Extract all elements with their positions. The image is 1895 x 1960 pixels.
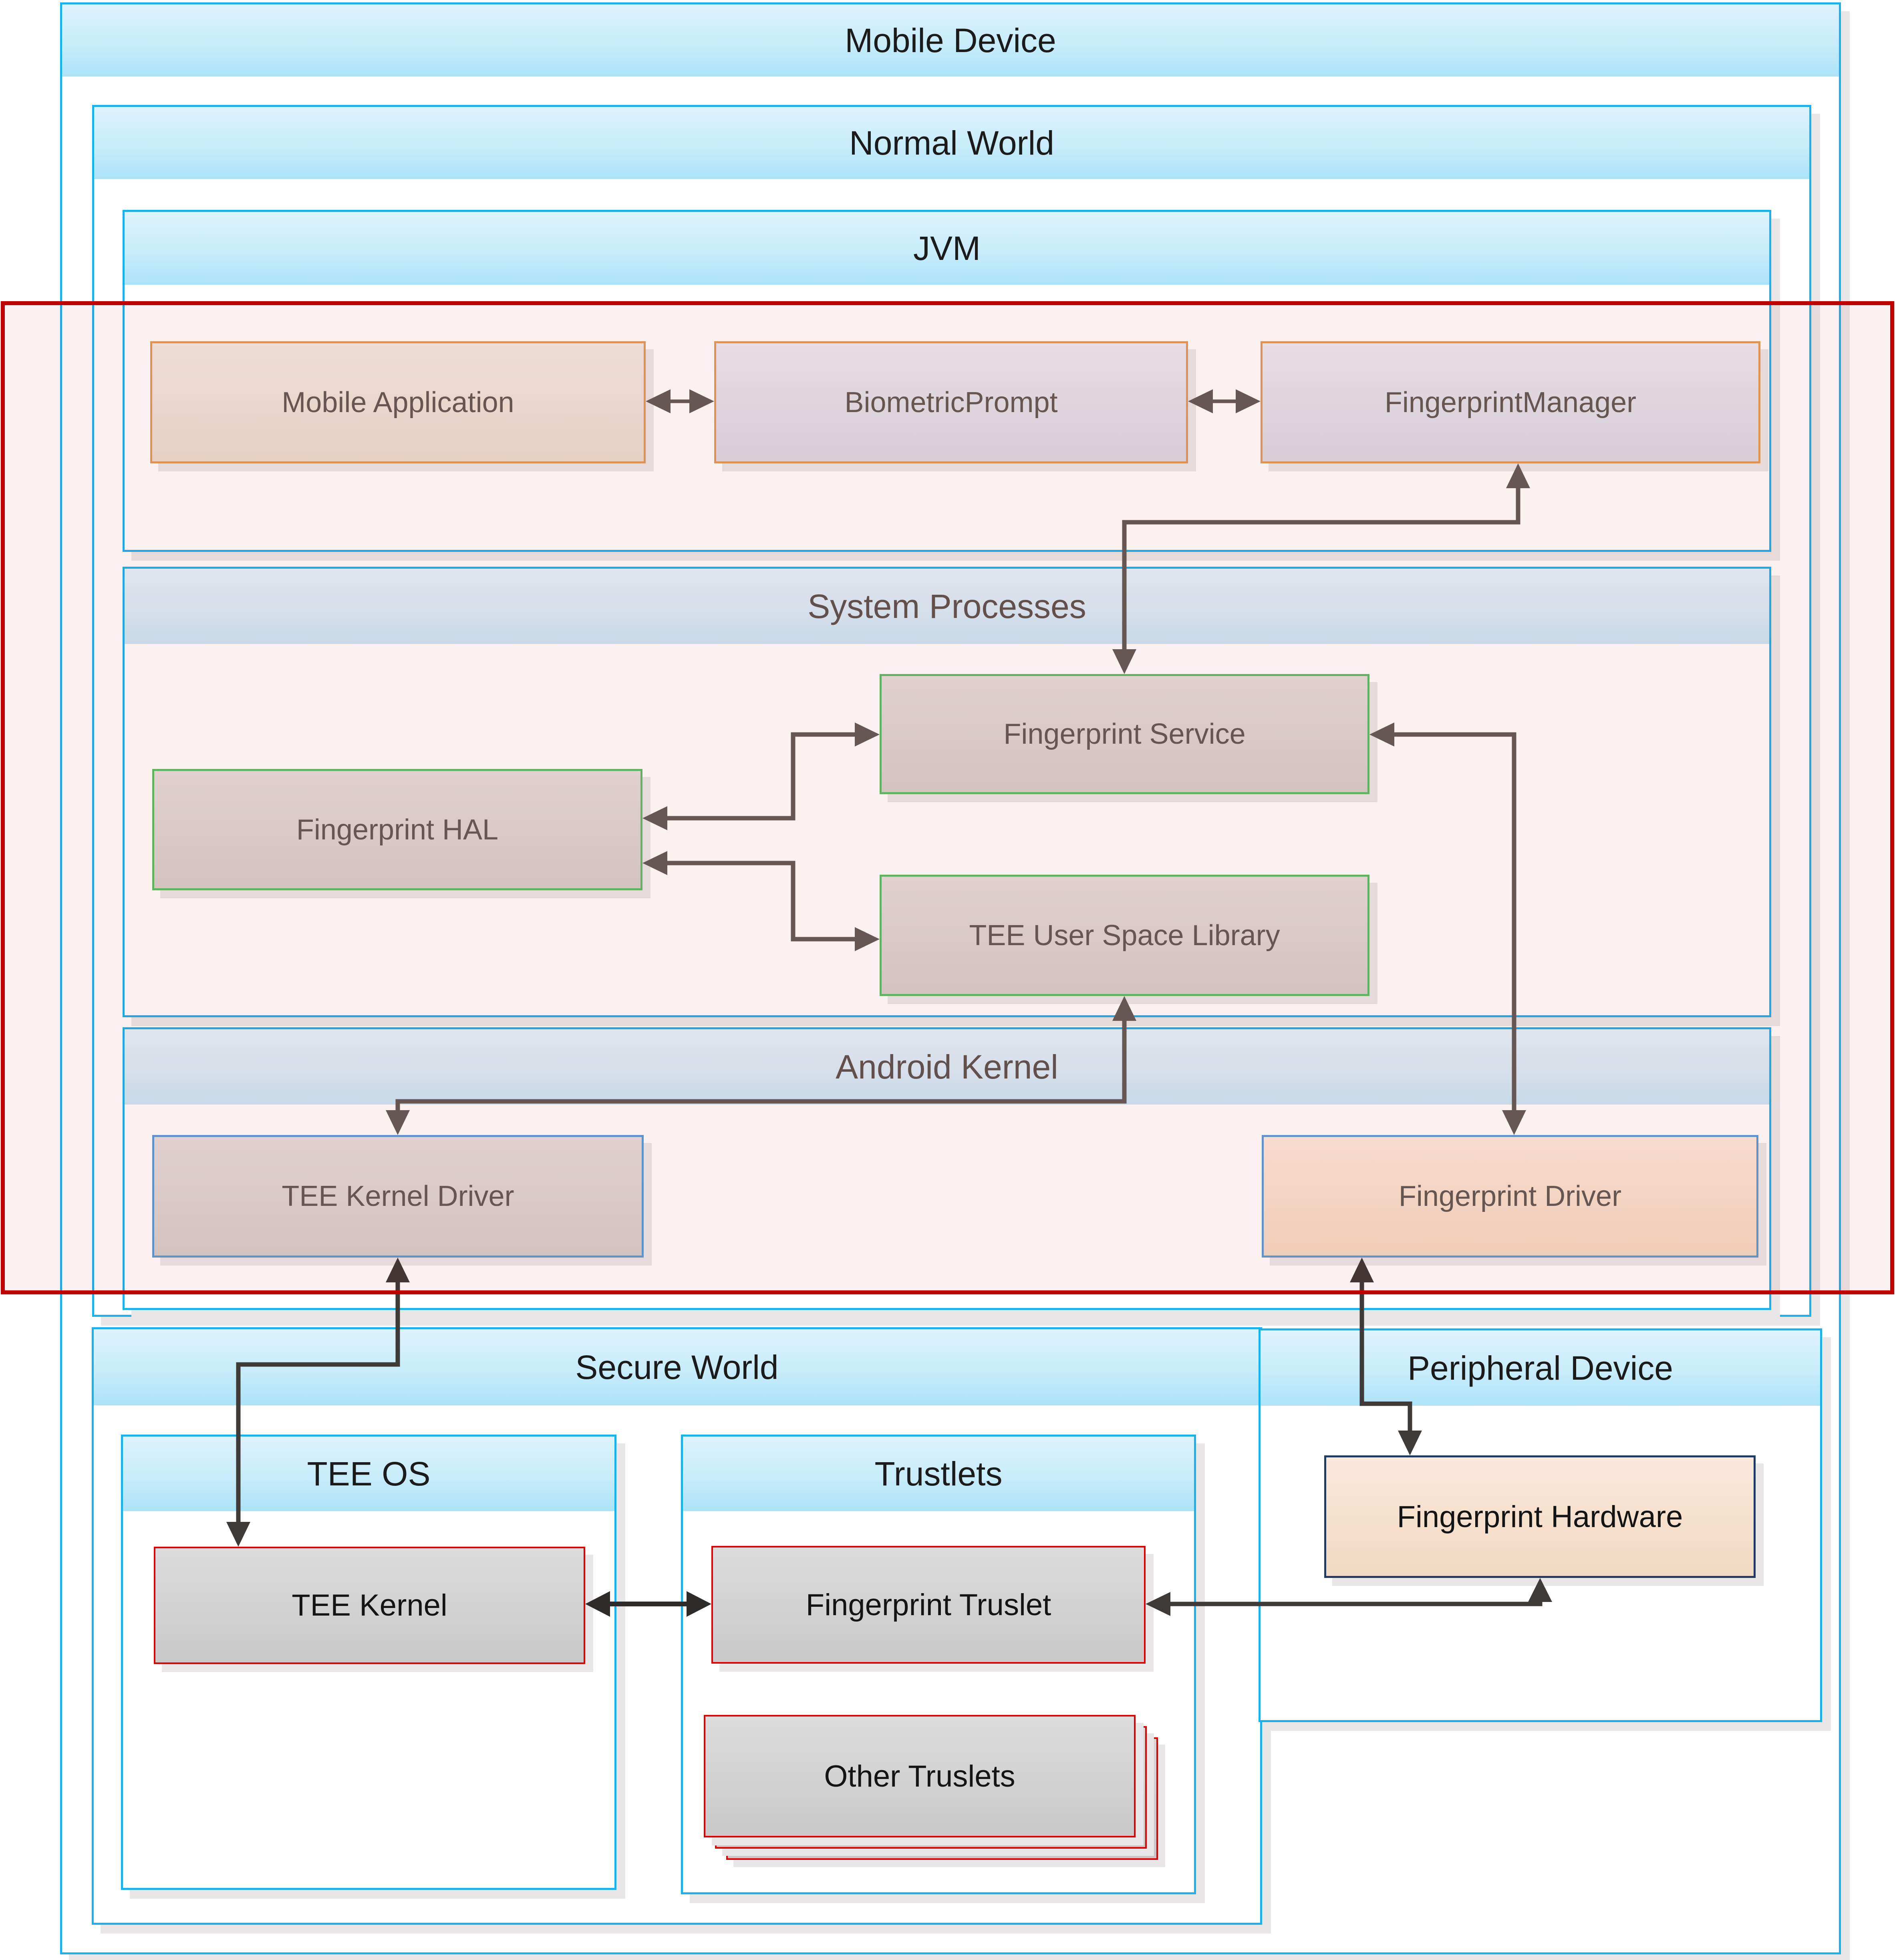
section-header-trustlets: Trustlets [683,1437,1194,1511]
box-fingerprint-driver: Fingerprint Driver [1262,1135,1758,1258]
box-tee-user-space-library: TEE User Space Library [880,875,1369,996]
section-title: JVM [913,229,981,267]
highlight-rectangle [1,301,1894,1294]
section-title: Trustlets [874,1455,1003,1493]
connector-fingerprinthardware-fingerprinttruslet [1146,1578,1552,1616]
section-header-tee-os: TEE OS [123,1437,614,1511]
box-tee-kernel-driver: TEE Kernel Driver [152,1135,644,1258]
box-mobile-application: Mobile Application [150,341,646,463]
connector-fingerprinthal-teelibrary [642,851,880,951]
connector-mobileapp-biometricprompt [646,389,714,413]
section-title: Normal World [849,124,1054,162]
connector-teekernel-fingerprinttruslet [585,1591,711,1617]
section-header-secure-world: Secure World [94,1329,1260,1405]
section-header-peripheral-device: Peripheral Device [1261,1330,1820,1406]
section-header-normal-world: Normal World [94,107,1809,179]
section-title: Android Kernel [836,1048,1058,1086]
box-fingerprint-service: Fingerprint Service [880,674,1369,794]
box-fingerprint-manager: FingerprintManager [1261,341,1760,463]
box-fingerprint-truslet: Fingerprint Truslet [711,1546,1146,1664]
section-header-mobile-device: Mobile Device [62,4,1839,76]
box-fingerprint-hardware: Fingerprint Hardware [1324,1455,1756,1578]
box-tee-kernel: TEE Kernel [154,1547,585,1664]
section-header-android-kernel: Android Kernel [125,1029,1769,1105]
section-title: Secure World [575,1348,779,1386]
connector-teekerneldriver-teekernel [226,1258,410,1547]
section-title: Mobile Device [845,21,1056,59]
connector-teelibrary-teekerneldriver [386,996,1136,1135]
section-title: TEE OS [307,1455,431,1493]
section-header-system-processes: System Processes [125,569,1769,644]
section-header-jvm: JVM [125,212,1769,285]
section-title: Peripheral Device [1408,1349,1673,1387]
connector-fingerprintservice-fingerprinthal [642,722,880,830]
box-fingerprint-hal: Fingerprint HAL [152,769,642,890]
connector-fingerprintdriver-fingerprinthardware [1350,1258,1422,1455]
box-biometric-prompt: BiometricPrompt [714,341,1188,463]
section-title: System Processes [808,587,1086,625]
box-other-truslets: Other Truslets [704,1715,1136,1837]
connector-biometricprompt-fingerprintmanager [1188,389,1261,413]
connector-fingerprintservice-fingerprintdriver [1369,722,1526,1135]
connector-fingerprintmanager-fingerprintservice [1112,463,1530,674]
